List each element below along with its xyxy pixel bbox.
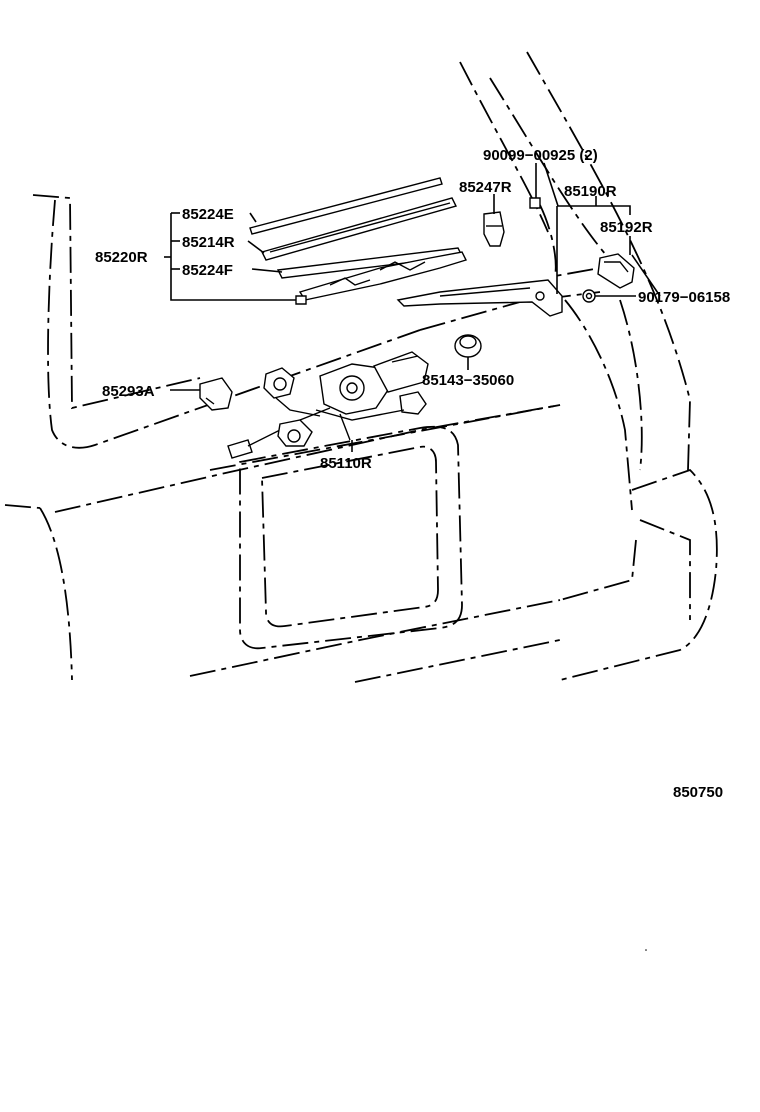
wiper-arm-head-cap [597,253,635,289]
part-labels: 90099−00925 (2) 85247R 85190R 85224E 851… [95,147,730,801]
screw [529,197,541,209]
label-85214r: 85214R [182,234,235,251]
wiper-refill-upper [249,177,443,235]
clip-85247r [483,211,505,247]
speck [645,949,647,951]
diagram-id: 850750 [673,784,723,801]
label-85247r: 85247R [459,179,512,196]
label-90179-06158: 90179−06158 [638,289,730,306]
label-85192r: 85192R [600,219,653,236]
label-85143-35060: 85143−35060 [422,372,514,389]
label-90099-00925: 90099−00925 (2) [483,147,598,164]
wiper-arm [396,279,563,317]
grommet [454,334,482,358]
label-85293a: 85293A [102,383,155,400]
label-85110r: 85110R [320,455,372,472]
label-85220r: 85220R [95,249,148,266]
wiper-blade [295,251,467,305]
vehicle-body-outline [4,51,718,683]
wiper-blade-assembly [260,197,458,261]
wiper-motor-assembly [227,351,429,459]
label-85224f: 85224F [182,262,233,279]
cover-85293a [199,377,233,411]
nut [582,289,596,303]
leader-lines [164,162,661,452]
label-85190r: 85190R [564,183,617,200]
label-85224e: 85224E [182,206,234,223]
